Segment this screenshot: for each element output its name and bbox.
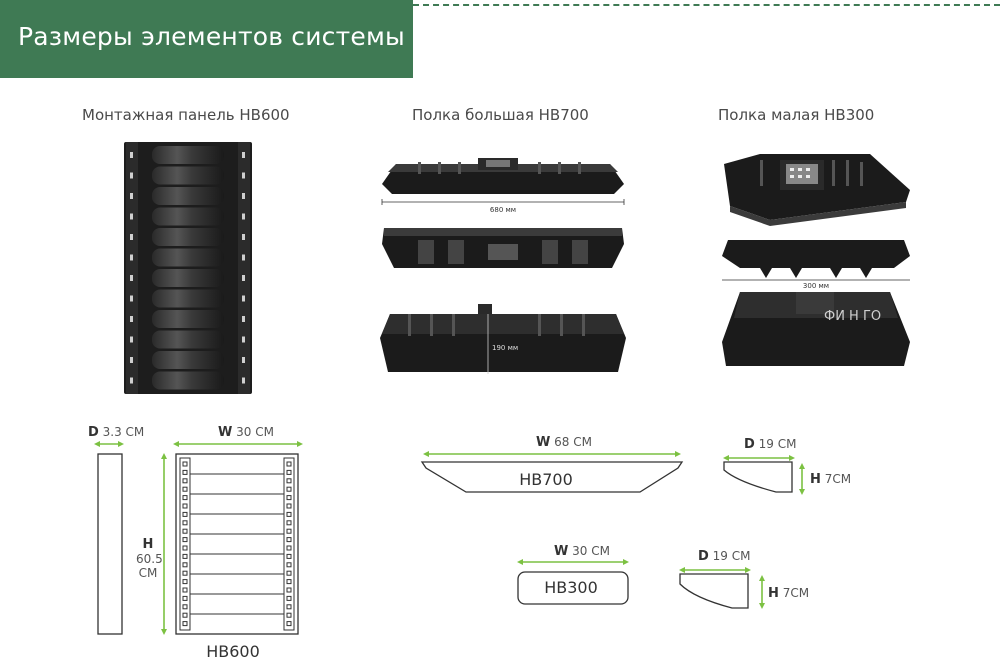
hb600-width-label: W 30 CM bbox=[218, 425, 274, 440]
big-shelf-photo-front bbox=[382, 228, 624, 268]
small-shelf-width-tag: 300 мм bbox=[803, 282, 829, 290]
hb600-diagram bbox=[94, 441, 303, 635]
header-dashed-line bbox=[413, 4, 1000, 6]
hb300-label: HB300 bbox=[544, 578, 598, 597]
hb300-depth-label: D 19 CM bbox=[698, 549, 751, 564]
hb700-profile bbox=[723, 455, 805, 495]
page-title: Размеры элементов системы bbox=[18, 22, 405, 51]
small-shelf-photo-top bbox=[724, 154, 910, 226]
panel-caption: Монтажная панель HB600 bbox=[82, 106, 290, 124]
big-shelf-width-tag: 680 мм bbox=[490, 206, 516, 214]
big-shelf-depth-tag: 190 мм bbox=[492, 344, 518, 352]
small-shelf-photo-front: 300 мм bbox=[722, 240, 910, 290]
hb600-depth-label: D 3.3 CM bbox=[88, 425, 145, 440]
hb700-width-label: W 68 CM bbox=[536, 435, 592, 450]
header-band bbox=[0, 0, 413, 78]
hb700-depth-label: D 19 CM bbox=[744, 437, 797, 452]
hb700-height-label: H 7CM bbox=[810, 472, 852, 487]
hb700-diagram bbox=[420, 451, 684, 493]
hb600-label: HB600 bbox=[206, 642, 260, 661]
big-shelf-photo-top: 680 мм bbox=[381, 158, 625, 214]
panel-photo bbox=[124, 142, 252, 394]
hb600-height-label: H 60.5 CM bbox=[136, 537, 163, 580]
hb300-profile bbox=[679, 567, 765, 609]
hb700-label: HB700 bbox=[519, 470, 573, 489]
hb300-diagram bbox=[517, 559, 629, 605]
hb300-height-label: H 7CM bbox=[768, 586, 810, 601]
big-shelf-photo-side: 190 мм bbox=[380, 304, 626, 374]
small-shelf-photo-bottom: ФИ Н ГО bbox=[722, 292, 910, 366]
watermark: ФИ Н ГО bbox=[824, 309, 881, 324]
small-shelf-caption: Полка малая HB300 bbox=[718, 106, 875, 124]
hb300-width-label: W 30 CM bbox=[554, 544, 610, 559]
big-shelf-caption: Полка большая HB700 bbox=[412, 106, 589, 124]
